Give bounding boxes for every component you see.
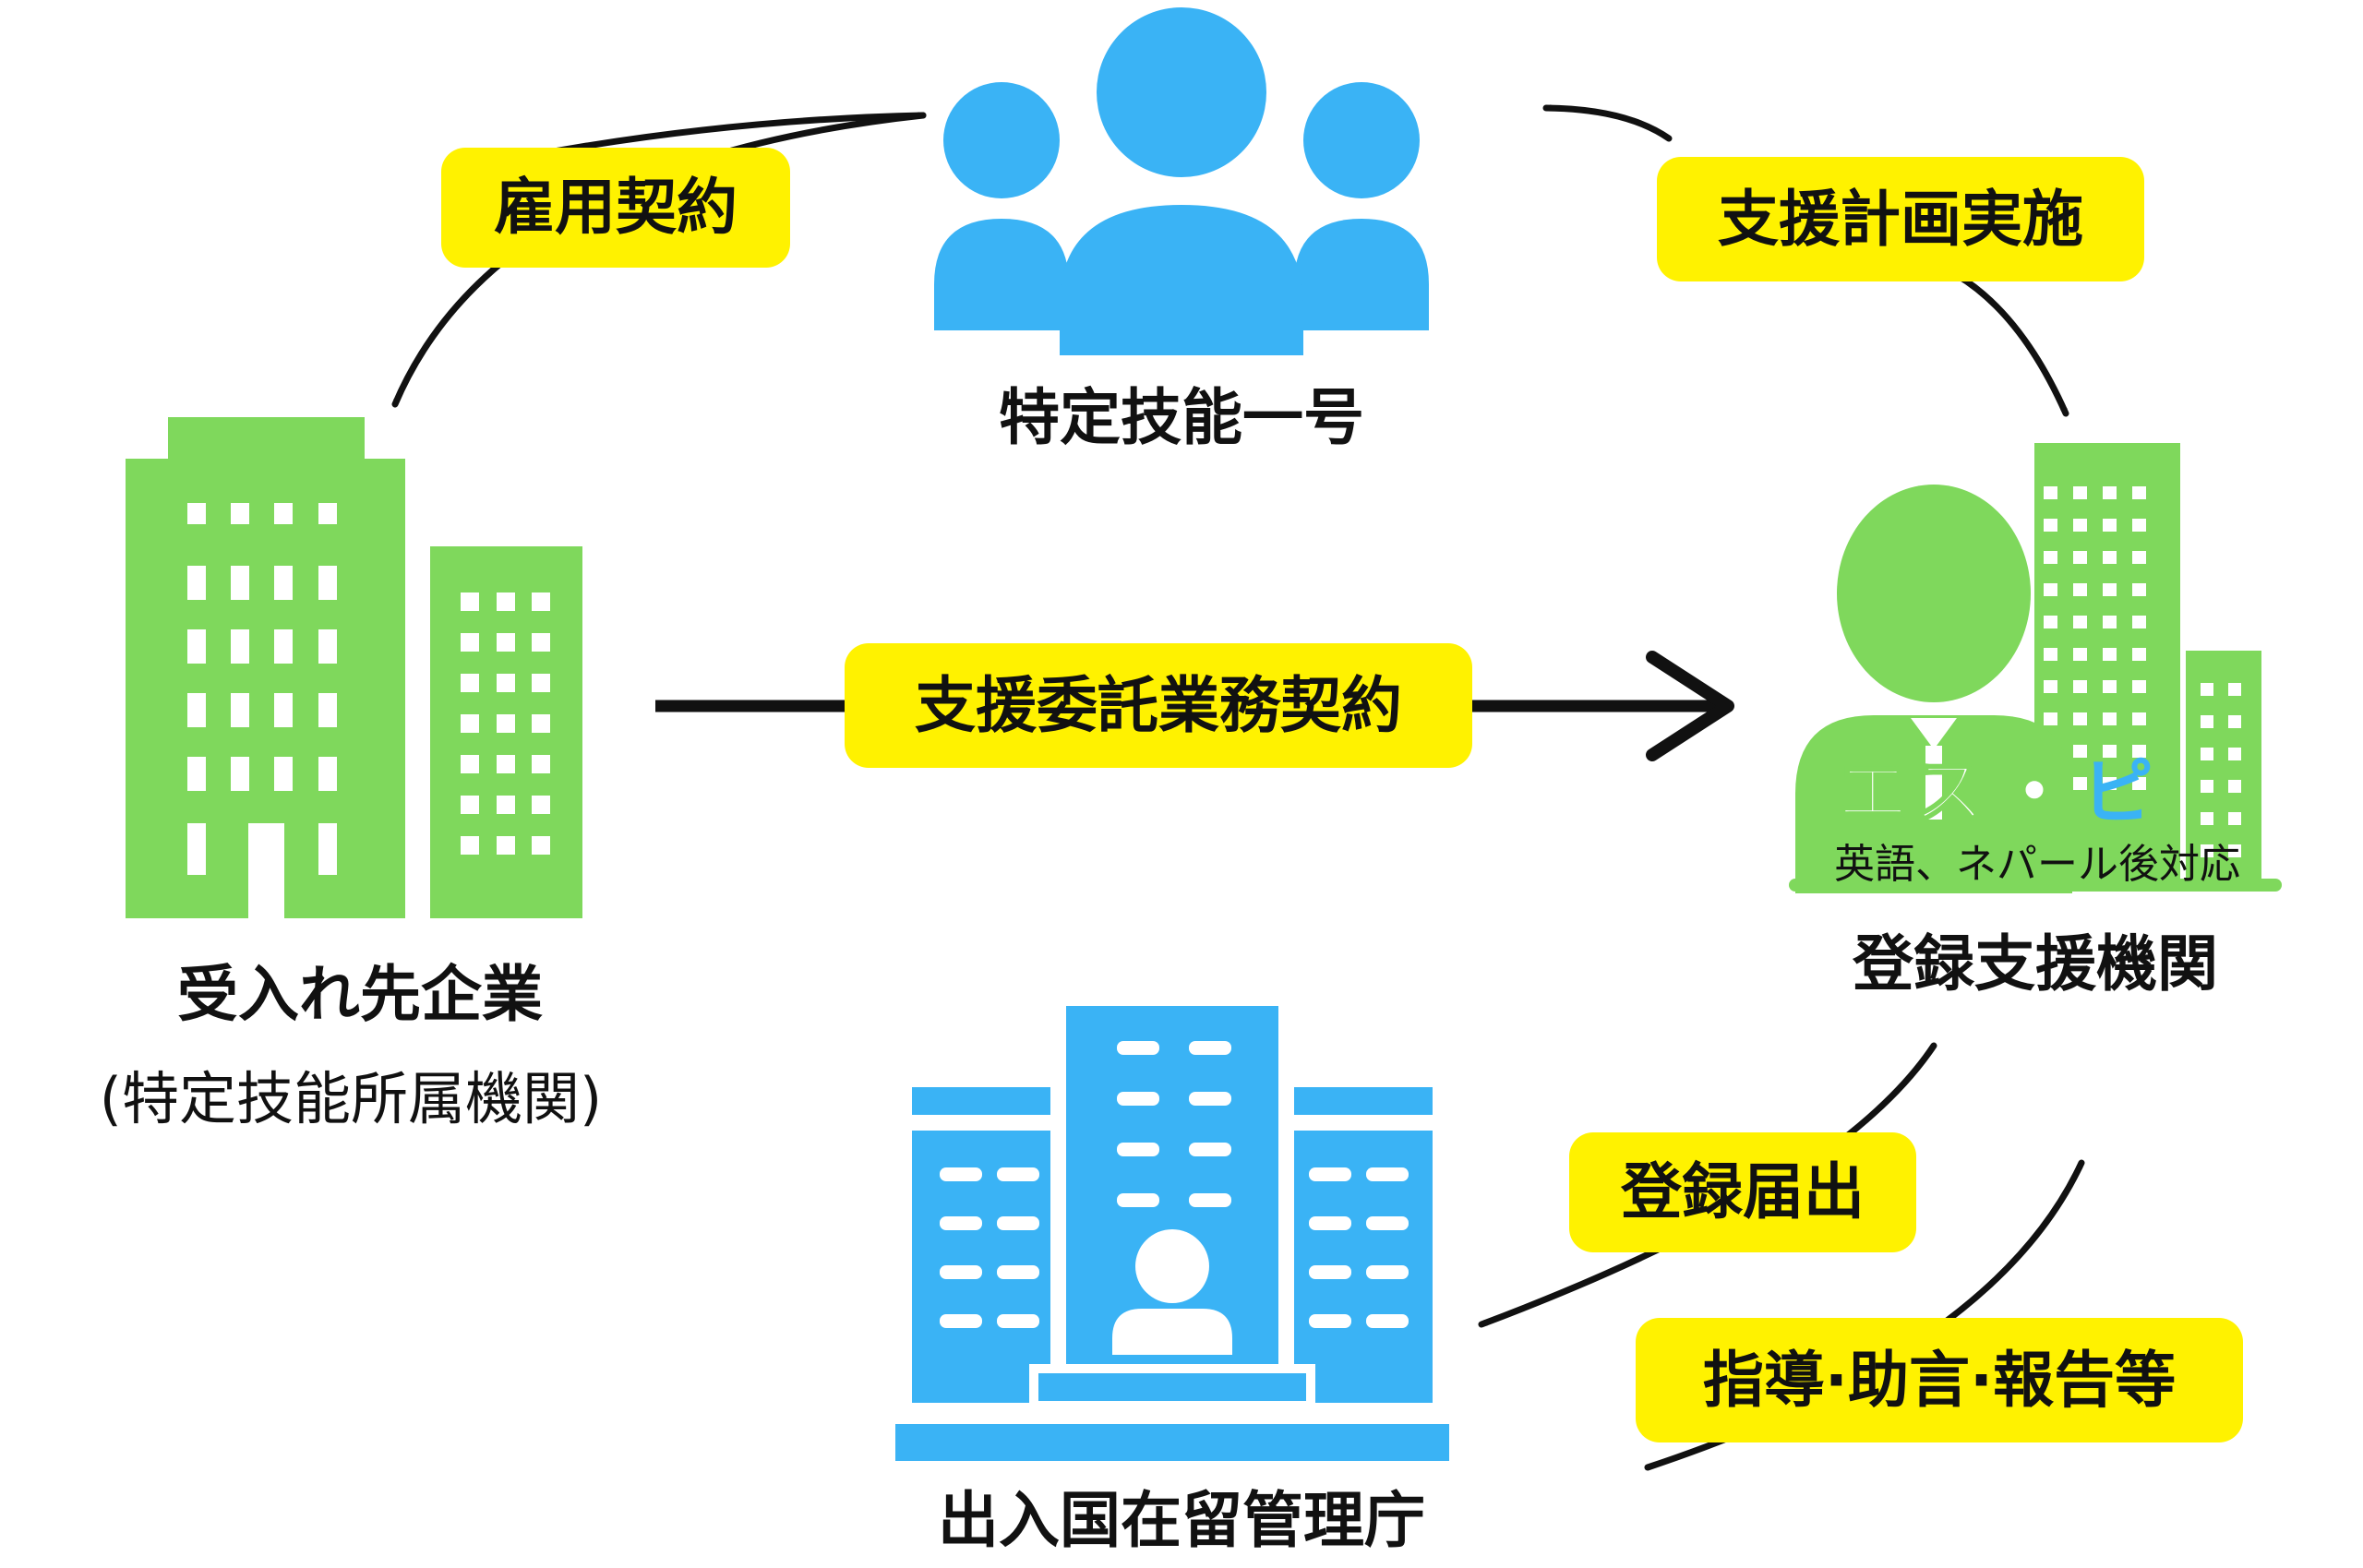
immigration-label: 出入国在留管理庁 — [938, 1485, 1425, 1556]
support-plan-label: 支援計画実施 — [1657, 157, 2144, 281]
government-building-icon — [895, 1006, 1449, 1461]
brand-note: 英語、ネパール後対応 — [1834, 841, 2240, 888]
brand-logo: エス ・ ピ — [1835, 749, 2225, 842]
brand-part1: エス — [1835, 751, 1989, 834]
outsourcing-label: 支援委託業務契約 — [845, 643, 1472, 768]
office-buildings-icon — [126, 417, 582, 918]
company-label: 受入れ先企業 — [177, 959, 543, 1030]
brand-part2: ピ — [2081, 751, 2158, 834]
company-sublabel: (特定技能所属機関) — [99, 1065, 603, 1132]
support-plan-arrow — [1542, 108, 2069, 417]
brand-dot: ・ — [1998, 751, 2075, 834]
people-group-icon — [934, 7, 1429, 355]
workers-label: 特定技能一号 — [999, 382, 1364, 453]
person-with-buildings-icon — [1789, 443, 2282, 893]
guidance-label: 指導·助言·報告等 — [1636, 1318, 2243, 1442]
support-org-label: 登録支援機関 — [1853, 928, 2218, 999]
employment-label: 雇用契約 — [441, 148, 790, 268]
registration-label: 登録届出 — [1569, 1132, 1916, 1252]
